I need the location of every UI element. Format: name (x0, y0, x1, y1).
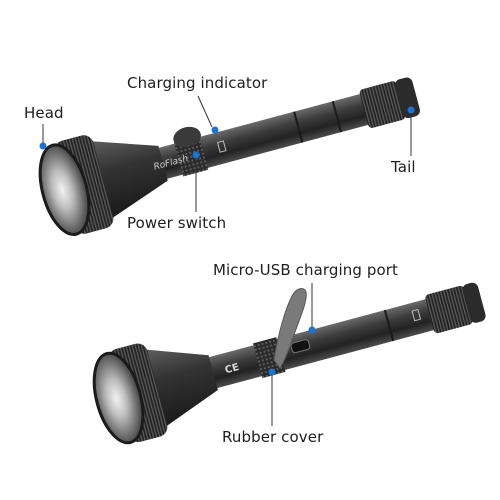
rubber-cover-flap (273, 288, 307, 369)
bottom-ce-mark: CE (224, 362, 241, 376)
rubber-cover-callout-dot (268, 368, 276, 376)
tail-label: Tail (391, 158, 416, 176)
usb-port-callout-dot (308, 326, 316, 334)
power-switch-callout-dot (192, 151, 200, 159)
bottom-tail-ribs (425, 285, 473, 334)
power-switch-label: Power switch (127, 214, 227, 232)
flashlight-top: RoFlash (38, 77, 420, 236)
head-callout-dot (39, 142, 47, 150)
charging-indicator-callout-dot (211, 126, 219, 134)
flashlight-bottom: CE (92, 282, 486, 445)
head-label: Head (24, 104, 64, 122)
charging-indicator-leader-line (197, 95, 213, 128)
top-body-tube (149, 80, 419, 182)
top-power-switch-button (173, 126, 201, 148)
top-neck (90, 141, 168, 219)
top-tail-ribs (359, 81, 405, 128)
bottom-lens (92, 351, 145, 445)
bottom-neck (144, 349, 218, 427)
rubber-cover-label: Rubber cover (222, 428, 324, 446)
tail-callout-dot (407, 106, 415, 114)
bottom-tail-cap (462, 282, 486, 323)
bottom-usb-port (290, 339, 311, 354)
top-lens (38, 143, 91, 236)
charging-indicator-label: Charging indicator (127, 74, 268, 92)
usb-port-label: Micro-USB charging port (213, 261, 399, 279)
